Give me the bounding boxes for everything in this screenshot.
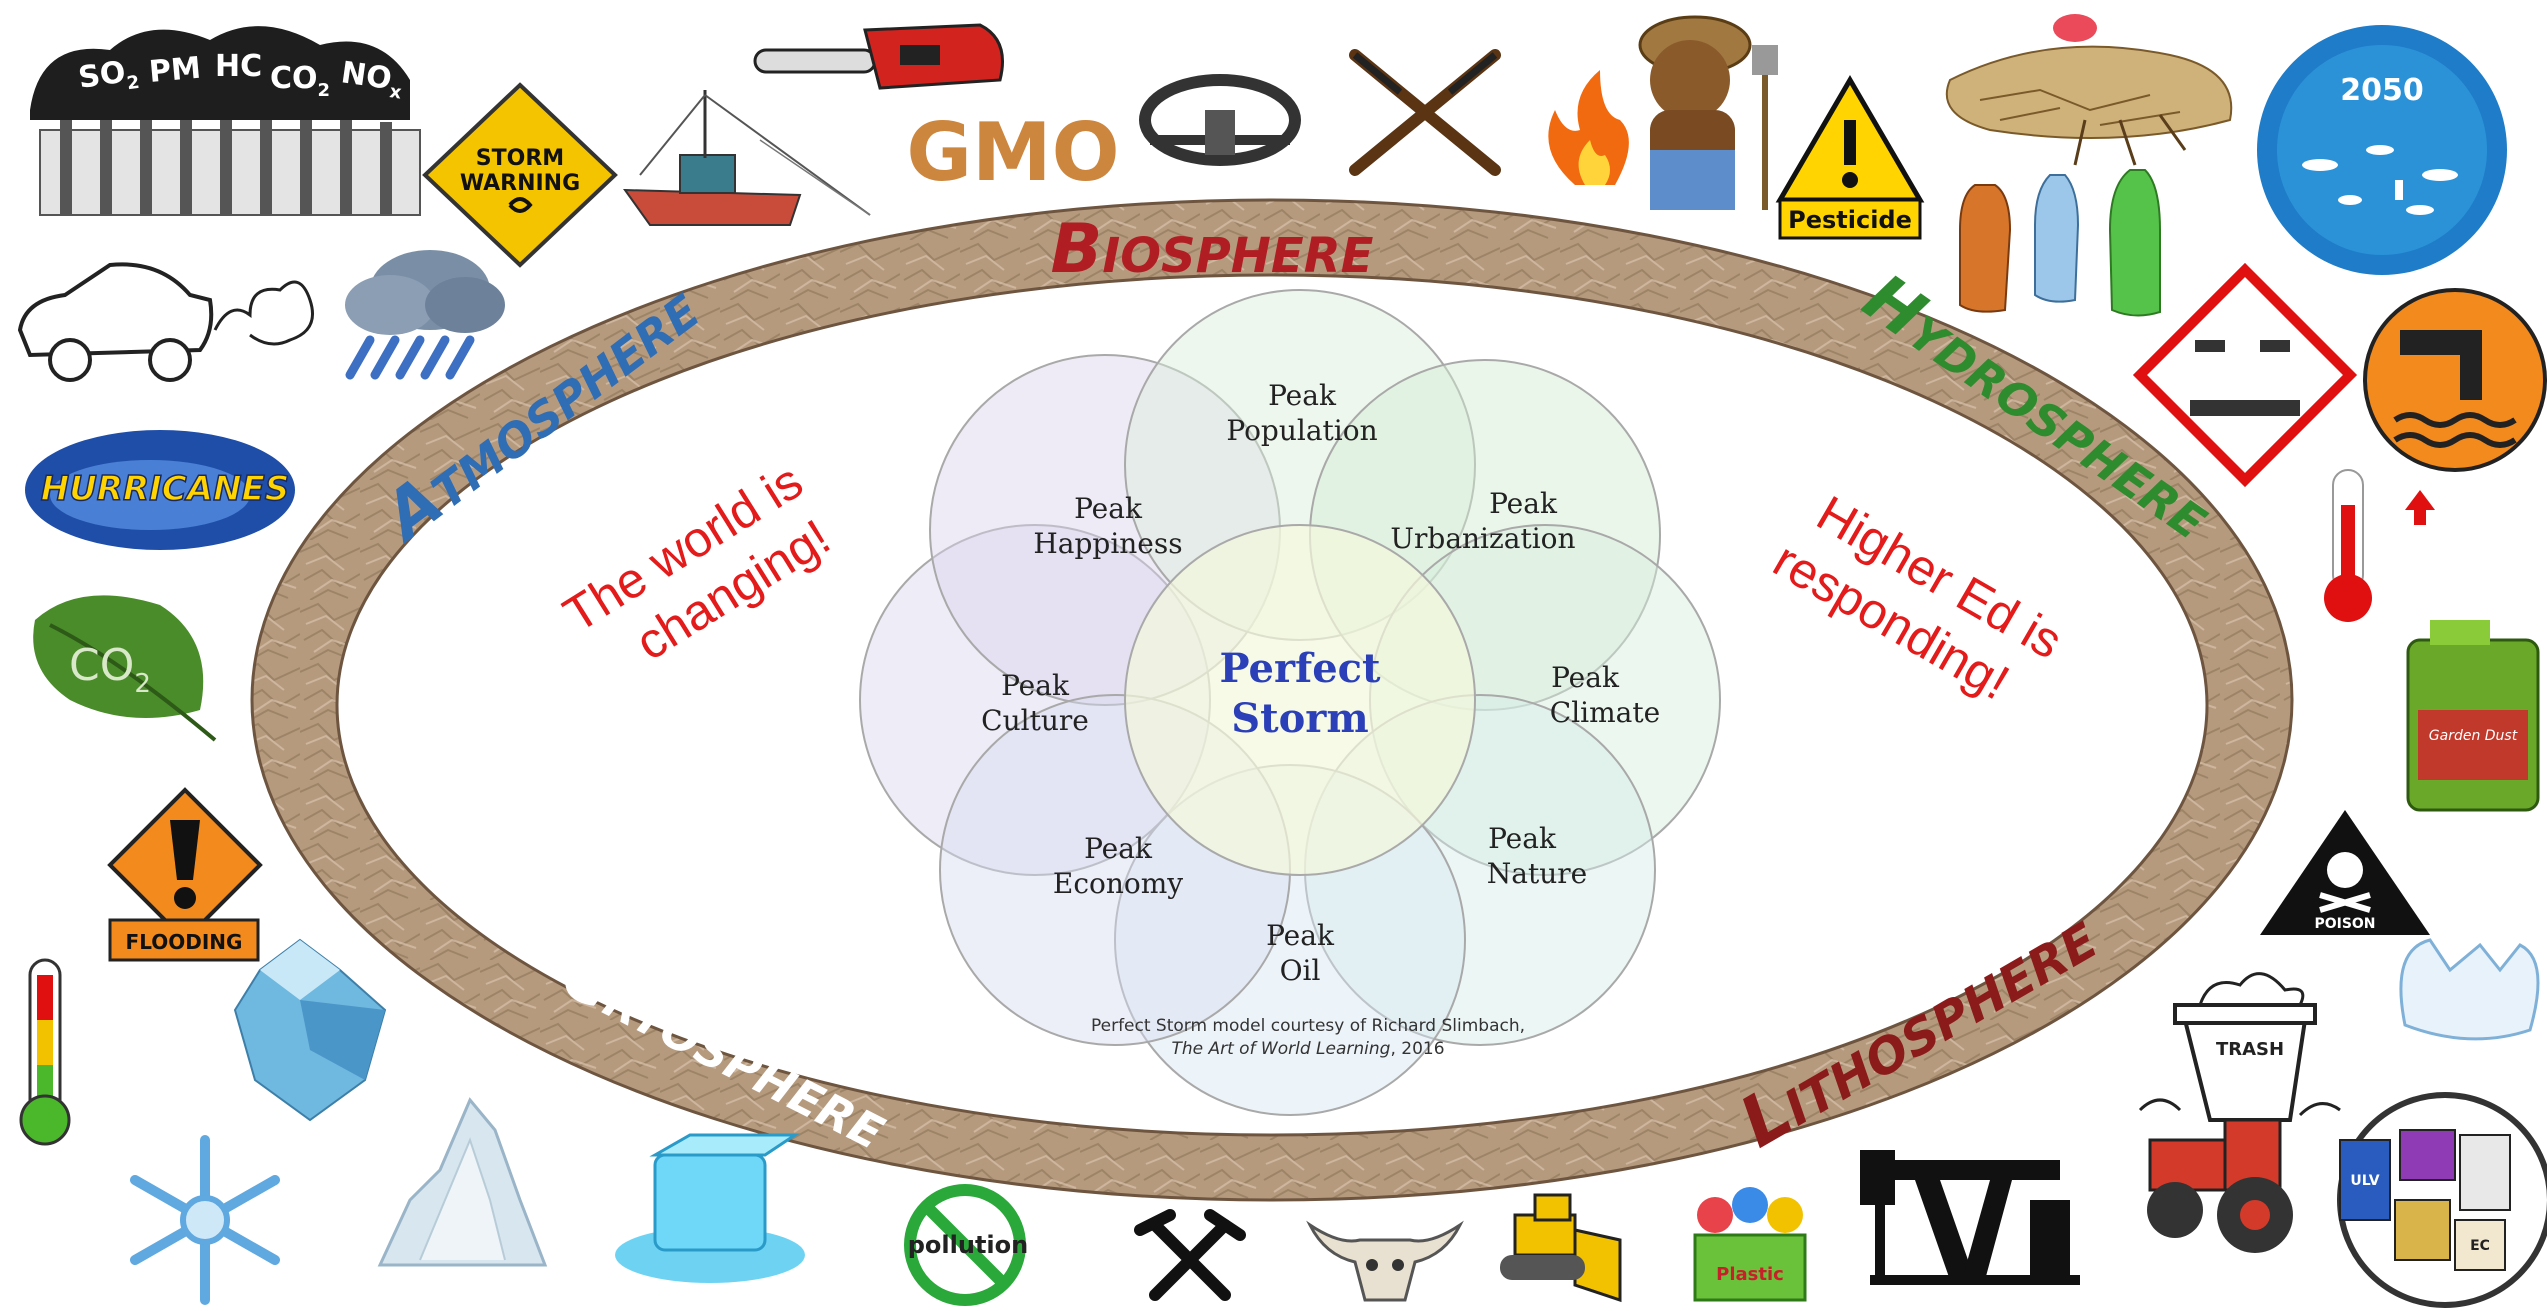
- perfect-storm-venn: Perfect Storm Peak Population Peak Urban…: [859, 289, 1721, 1116]
- poison-label: POISON: [2314, 916, 2375, 932]
- petal-urbanization-line1: Peak: [1489, 487, 1558, 520]
- petal-climate-line2: Climate: [1550, 696, 1660, 729]
- fire-icon: [1548, 70, 1629, 185]
- trash-label: TRASH: [2216, 1039, 2284, 1060]
- plastic-recycling-bin-icon: Plastic: [1693, 1187, 1807, 1302]
- pollution-label: pollution: [908, 1231, 1028, 1259]
- hurricanes-logo-icon: HURRICANES: [25, 430, 295, 550]
- iceberg-icon: [233, 938, 387, 1122]
- thermometer-icon: [19, 958, 71, 1146]
- ocean-2050-icon: 2050: [2257, 25, 2507, 275]
- smokestack-emissions-icon: SO2 PM HC CO2 NOx: [30, 26, 421, 216]
- flooding-label: FLOODING: [126, 930, 243, 954]
- year-2050-label: 2050: [2340, 73, 2424, 108]
- chainsaw-icon: [753, 23, 1004, 90]
- ulv-label: ULV: [2350, 1173, 2379, 1189]
- glacier-icon: [377, 1097, 548, 1267]
- petal-culture-line1: Peak: [1001, 669, 1070, 702]
- bulldozer-icon: [1500, 1193, 1622, 1303]
- plastic-bag-icon: [2399, 938, 2540, 1041]
- chemical-containers-icon: ULV EC: [2337, 1092, 2547, 1308]
- svg-text:CO2: CO2: [69, 640, 151, 699]
- petal-happiness-line2: Happiness: [1033, 527, 1182, 560]
- so2-subscript: 2: [126, 72, 141, 95]
- petal-culture-line2: Culture: [981, 704, 1089, 737]
- co2-leaf-icon: CO2: [33, 595, 217, 742]
- petal-nature-line1: Peak: [1488, 822, 1557, 855]
- petal-urbanization-line2: Urbanization: [1390, 522, 1575, 555]
- sewage-discharge-icon: [2363, 288, 2547, 472]
- flooding-warning-sign-icon: FLOODING: [107, 787, 263, 962]
- co2-leaf-label: CO: [69, 640, 134, 691]
- melting-ice-cube-icon: [615, 1133, 805, 1283]
- storm-warning-sign-icon: STORM WARNING: [422, 82, 618, 268]
- plastic-label: Plastic: [1716, 1264, 1784, 1285]
- venn-center-line2: Storm: [1231, 695, 1368, 742]
- venn-center: [1124, 524, 1476, 876]
- venn-credit-line2: The Art of World Learning, 2016: [1171, 1039, 1444, 1059]
- snowflake-icon: [130, 1135, 280, 1305]
- petal-population-line1: Peak: [1268, 379, 1337, 412]
- petal-happiness-line1: Peak: [1074, 492, 1143, 525]
- garden-dust-pesticide-icon: Garden Dust: [2406, 620, 2540, 812]
- svg-text:CO2: CO2: [270, 61, 330, 101]
- nox-subscript: x: [388, 81, 403, 103]
- storm-warning-line2: WARNING: [460, 171, 580, 196]
- fishing-boat-icon: [623, 90, 871, 226]
- poison-warning-icon: POISON: [2260, 810, 2430, 935]
- pm-label: PM: [148, 51, 203, 90]
- drought-cracked-earth-icon: [1945, 14, 2233, 166]
- hc-label: HC: [215, 49, 262, 84]
- smokey-bear-icon: [1638, 15, 1778, 210]
- oil-pumpjack-icon: [1860, 1150, 2080, 1285]
- nox-label: NO: [339, 55, 394, 97]
- so2-label: SO: [76, 55, 128, 96]
- co2-leaf-subscript: 2: [134, 669, 151, 699]
- petal-climate-line1: Peak: [1551, 661, 1620, 694]
- svg-text:SO2: SO2: [76, 53, 141, 101]
- hurricanes-label: HURRICANES: [41, 469, 290, 509]
- svg-text:NOx: NOx: [338, 55, 406, 103]
- petal-economy-line2: Economy: [1053, 867, 1183, 900]
- petal-nature-line2: Nature: [1487, 857, 1587, 890]
- ec-label: EC: [2470, 1238, 2490, 1254]
- petal-economy-line1: Peak: [1084, 832, 1153, 865]
- garden-dust-label: Garden Dust: [2429, 728, 2518, 744]
- no-pollution-sign-icon: pollution: [904, 1184, 1028, 1306]
- rising-temperature-icon: [2324, 469, 2435, 622]
- storm-warning-line1: STORM: [476, 146, 564, 171]
- rain-cloud-icon: [345, 250, 505, 380]
- corrosive-hazard-icon: [2132, 262, 2358, 488]
- trash-can-icon: TRASH: [2138, 972, 2341, 1122]
- biosphere-label: Biosphere: [1051, 210, 1374, 289]
- venn-center-line1: Perfect: [1219, 645, 1381, 692]
- venn-credit-year: , 2016: [1390, 1039, 1444, 1059]
- co2-subscript: 2: [318, 80, 331, 101]
- mining-hammers-icon: [1134, 1209, 1246, 1301]
- venn-credit-line1: Perfect Storm model courtesy of Richard …: [1091, 1016, 1525, 1036]
- tractor-icon: [2147, 1118, 2293, 1253]
- venn-credit-book-title: The Art of World Learning: [1171, 1039, 1390, 1059]
- petal-oil-line2: Oil: [1280, 954, 1321, 987]
- crossed-rifles-icon: [1349, 49, 1501, 176]
- co2-label: CO: [270, 61, 318, 96]
- gmo-label: GMO: [906, 106, 1119, 199]
- animal-trap-icon: [1139, 74, 1301, 166]
- plastic-bottles-icon: [1959, 169, 2161, 317]
- cow-skull-icon: [1306, 1220, 1464, 1302]
- pesticide-warning-sign-icon: Pesticide: [1775, 75, 1925, 240]
- gmo-icon: GMO: [906, 106, 1119, 199]
- petal-oil-line1: Peak: [1266, 919, 1335, 952]
- pesticide-label: Pesticide: [1788, 206, 1912, 234]
- car-exhaust-icon: [17, 262, 314, 382]
- petal-population-line2: Population: [1226, 414, 1377, 447]
